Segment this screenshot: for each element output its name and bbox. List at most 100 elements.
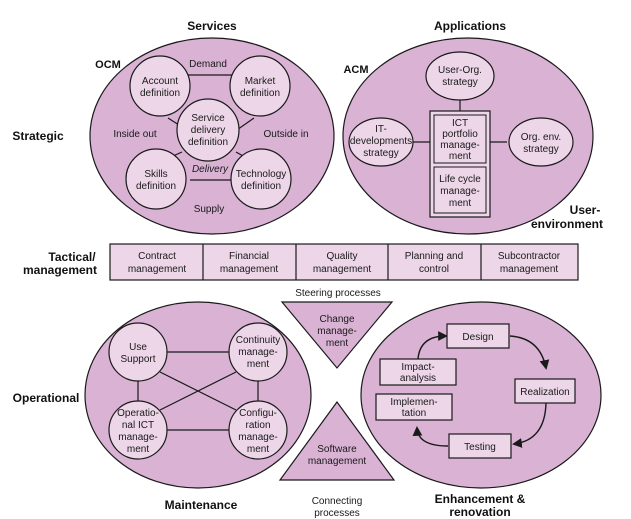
- service-delivery-node: Service delivery definition: [176, 98, 240, 162]
- user-environment-heading-1: User-: [570, 203, 601, 217]
- life-cycle-line-1: Life cycle: [439, 174, 481, 185]
- operational-ict-node: Operatio- nal ICT manage- ment: [108, 400, 168, 460]
- financial-cell-line-1: Financial: [229, 251, 269, 262]
- org-env-line-1: Org. env.: [521, 132, 561, 143]
- subcontractor-cell-line-2: management: [500, 264, 559, 275]
- change-management-triangle: Change manage- ment: [280, 301, 394, 369]
- tactical-heading-1: Tactical/: [48, 250, 96, 264]
- org-env-line-2: strategy: [523, 144, 559, 155]
- skills-line-1: Skills: [144, 169, 167, 180]
- quality-cell-line-1: Quality: [326, 251, 357, 262]
- planning-cell-line-1: Planning and: [405, 251, 463, 262]
- ict-portfolio-box: ICT portfolio manage- ment Life cycle ma…: [429, 110, 491, 218]
- planning-cell-line-2: control: [419, 264, 449, 275]
- connecting-label-1: Connecting: [312, 496, 363, 507]
- ocm-tag: OCM: [95, 59, 121, 71]
- it-dev-line-2: developments: [350, 136, 412, 147]
- operational-ict-line-2: nal ICT: [122, 420, 154, 431]
- user-org-strategy-node: User-Org. strategy: [425, 51, 495, 101]
- configuration-line-3: manage-: [238, 432, 277, 443]
- configuration-management-node: Configu- ration manage- ment: [228, 400, 288, 460]
- operational-ict-line-1: Operatio-: [117, 408, 159, 419]
- quality-cell-line-2: management: [313, 264, 372, 275]
- continuity-line-3: ment: [247, 359, 269, 370]
- operational-ict-line-3: manage-: [118, 432, 157, 443]
- maintenance-connectors: [137, 351, 259, 431]
- demand-label: Demand: [189, 59, 227, 70]
- account-line-1: Account: [142, 76, 178, 87]
- tactical-heading-2: management: [23, 263, 97, 277]
- realization-box: Realization: [514, 378, 576, 404]
- tactical-table: Contract management Financial management…: [109, 243, 579, 281]
- market-definition-node: Market definition: [229, 55, 291, 117]
- connecting-label-2: processes: [314, 508, 360, 519]
- it-developments-strategy-node: IT- developments strategy: [348, 117, 414, 167]
- skills-definition-node: Skills definition: [125, 148, 187, 210]
- design-box: Design: [446, 323, 510, 349]
- configuration-line-1: Configu-: [239, 408, 277, 419]
- user-org-line-1: User-Org.: [438, 65, 482, 76]
- life-cycle-line-3: ment: [449, 198, 471, 209]
- user-org-line-2: strategy: [442, 77, 478, 88]
- testing-label: Testing: [464, 442, 496, 453]
- it-dev-line-3: strategy: [363, 148, 399, 159]
- service-line-3: definition: [188, 137, 228, 148]
- org-env-strategy-node: Org. env. strategy: [508, 117, 574, 167]
- account-definition-node: Account definition: [129, 55, 191, 117]
- enhancement-heading-1: Enhancement &: [435, 492, 526, 506]
- implementation-line-1: Implemen-: [390, 397, 437, 408]
- technology-line-2: definition: [241, 181, 281, 192]
- applications-heading: Applications: [434, 19, 506, 33]
- implementation-box: Implemen- tation: [375, 393, 453, 421]
- supply-label: Supply: [194, 204, 225, 215]
- service-line-1: Service: [191, 113, 225, 124]
- continuity-line-2: manage-: [238, 347, 277, 358]
- services-heading: Services: [187, 19, 237, 33]
- applications-connectors: [412, 99, 507, 143]
- change-line-2: manage-: [317, 326, 356, 337]
- market-line-1: Market: [245, 76, 276, 87]
- operational-ict-line-4: ment: [127, 444, 149, 455]
- strategic-heading: Strategic: [12, 129, 64, 143]
- use-support-line-1: Use: [129, 342, 147, 353]
- software-management-triangle: Software management: [278, 400, 396, 481]
- design-label: Design: [462, 332, 493, 343]
- continuity-line-1: Continuity: [236, 335, 280, 346]
- subcontractor-cell-line-1: Subcontractor: [498, 251, 561, 262]
- impact-line-2: analysis: [400, 373, 436, 384]
- outside-in-label: Outside in: [263, 129, 308, 140]
- operational-heading: Operational: [13, 391, 80, 405]
- implementation-line-2: tation: [402, 408, 426, 419]
- impact-analysis-box: Impact- analysis: [379, 358, 457, 386]
- contract-cell-line-2: management: [128, 264, 187, 275]
- user-environment-heading-2: environment: [531, 217, 603, 231]
- ict-portfolio-line-3: manage-: [440, 140, 479, 151]
- configuration-line-2: ration: [245, 420, 270, 431]
- ict-portfolio-line-4: ment: [449, 151, 471, 162]
- acm-tag: ACM: [343, 64, 368, 76]
- technology-line-1: Technology: [236, 169, 287, 180]
- change-line-3: ment: [326, 338, 348, 349]
- inside-out-label: Inside out: [113, 129, 157, 140]
- maintenance-heading: Maintenance: [165, 498, 238, 512]
- software-line-1: Software: [317, 444, 357, 455]
- skills-line-2: definition: [136, 181, 176, 192]
- life-cycle-line-2: manage-: [440, 186, 479, 197]
- testing-box: Testing: [448, 433, 512, 459]
- ict-portfolio-line-2: portfolio: [442, 129, 478, 140]
- ict-portfolio-line-1: ICT: [452, 118, 468, 129]
- use-support-node: Use Support: [108, 322, 168, 382]
- configuration-line-4: ment: [247, 444, 269, 455]
- continuity-management-node: Continuity manage- ment: [228, 322, 288, 382]
- change-line-1: Change: [319, 314, 354, 325]
- account-line-2: definition: [140, 88, 180, 99]
- delivery-label: Delivery: [192, 164, 229, 175]
- realization-label: Realization: [520, 387, 569, 398]
- contract-cell-line-1: Contract: [138, 251, 176, 262]
- financial-cell-line-2: management: [220, 264, 279, 275]
- software-line-2: management: [308, 456, 367, 467]
- steering-label: Steering processes: [295, 288, 381, 299]
- enhancement-heading-2: renovation: [449, 505, 510, 519]
- technology-definition-node: Technology definition: [230, 148, 292, 210]
